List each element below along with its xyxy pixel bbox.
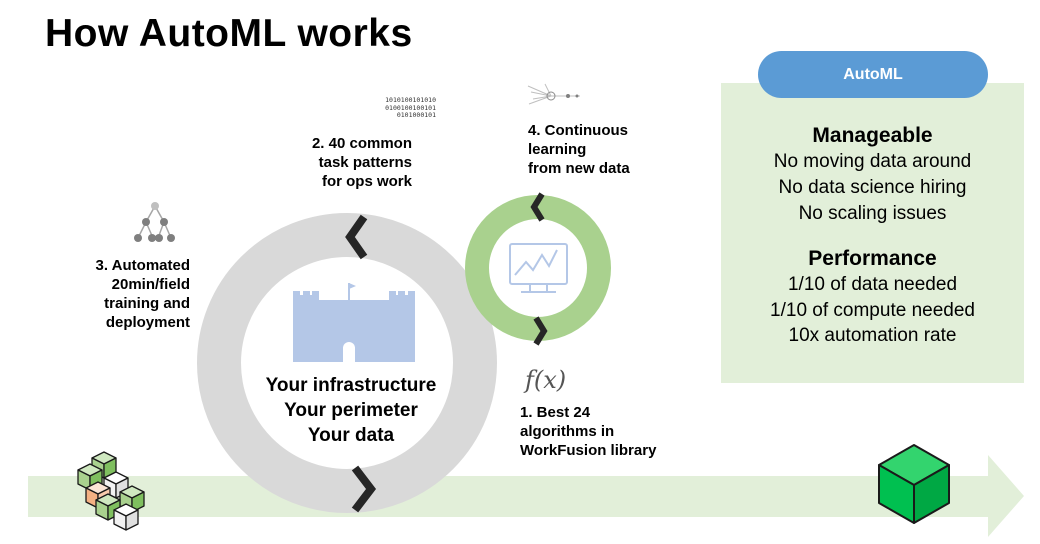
step-3-label: 3. Automated 20min/field training and de… [70, 256, 190, 332]
step-line: from new data [528, 160, 630, 177]
chevron-left-icon [530, 192, 545, 222]
chevron-right-icon [351, 465, 377, 513]
small-ring [465, 195, 611, 341]
binary-line: 0100100100101 [385, 103, 436, 112]
manageable-title: Manageable [812, 124, 933, 147]
page-title: How AutoML works [45, 12, 413, 55]
function-icon: f(x) [525, 366, 567, 394]
binary-line: 1010100101010 [385, 96, 436, 104]
big-ring [197, 213, 497, 513]
chevron-left-icon [345, 214, 368, 260]
binary-data-icon: 1010100101010 0100100100101 0101000101 [330, 96, 436, 120]
performance-title: Performance [808, 247, 937, 270]
center-line: Your data [307, 425, 395, 446]
step-line: 2. 40 common [311, 135, 412, 152]
step-line: algorithms in [520, 423, 615, 440]
performance-item: 1/10 of compute needed [770, 300, 975, 321]
automl-badge: AutoML [758, 51, 988, 98]
cube-icon [878, 444, 950, 524]
step-4-label: 4. Continuous learning from new data [528, 121, 658, 178]
step-line: 20min/field [111, 276, 190, 293]
monitor-chart-icon [509, 243, 568, 293]
automl-panel [721, 83, 1024, 383]
step-line: WorkFusion library [520, 442, 657, 459]
manageable-item: No scaling issues [798, 203, 947, 224]
step-line: training and [104, 295, 190, 312]
performance-item: 10x automation rate [788, 325, 957, 346]
hierarchy-icon [134, 202, 175, 242]
step-line: 4. Continuous [528, 122, 628, 139]
step-line: deployment [105, 314, 190, 331]
binary-line: 0101000101 [396, 111, 436, 119]
step-line: task patterns [318, 154, 412, 171]
castle-icon [293, 283, 415, 362]
manageable-item: No moving data around [773, 151, 972, 172]
progress-arrow [28, 455, 1024, 537]
step-2-label: 2. 40 common task patterns for ops work [296, 134, 412, 191]
step-line: 3. Automated [95, 257, 190, 274]
step-line: 1. Best 24 [520, 404, 591, 421]
center-text: Your infrastructure Your perimeter Your … [236, 373, 466, 448]
neural-network-icon [527, 83, 580, 105]
cubes-icon [77, 451, 145, 531]
step-line: for ops work [321, 173, 412, 190]
center-line: Your perimeter [284, 400, 418, 421]
center-line: Your infrastructure [265, 375, 437, 396]
manageable-item: No data science hiring [778, 177, 967, 198]
step-line: learning [528, 141, 587, 158]
performance-item: 1/10 of data needed [787, 274, 958, 295]
chevron-right-icon [533, 316, 548, 346]
step-1-label: 1. Best 24 algorithms in WorkFusion libr… [520, 403, 680, 460]
